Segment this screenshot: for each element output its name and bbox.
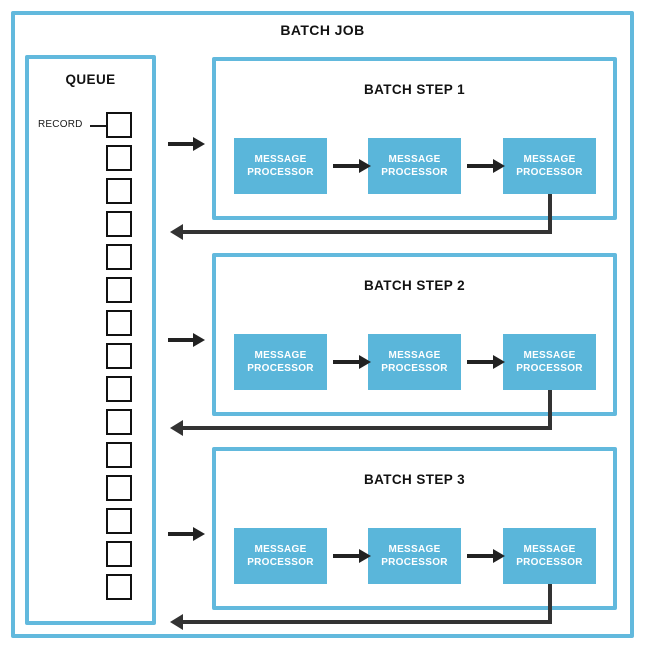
record-leader-line xyxy=(90,125,107,127)
queue-record-box xyxy=(106,277,132,303)
batch-step-title-1: BATCH STEP 1 xyxy=(363,82,466,97)
batch-job-frame xyxy=(11,11,634,638)
message-processor-3-1: MESSAGE PROCESSOR xyxy=(234,528,327,584)
batch-step-title-2: BATCH STEP 2 xyxy=(363,278,466,293)
chain-arrow-line-3-1 xyxy=(333,554,359,558)
queue-to-step-arrow-line-1 xyxy=(168,142,193,146)
queue-record-box xyxy=(106,244,132,270)
batch-job-title: BATCH JOB xyxy=(280,22,365,38)
message-processor-label-line1: MESSAGE xyxy=(254,544,307,555)
message-processor-1-1: MESSAGE PROCESSOR xyxy=(234,138,327,194)
message-processor-3-3: MESSAGE PROCESSOR xyxy=(503,528,596,584)
feedback-arrow-head-1 xyxy=(170,223,183,240)
chain-arrow-line-1-2 xyxy=(467,164,493,168)
feedback-line-vertical-2 xyxy=(548,390,552,430)
chain-arrow-head-3-1 xyxy=(359,548,371,563)
queue-title: QUEUE xyxy=(65,72,116,87)
feedback-arrow-head-2 xyxy=(170,419,183,436)
feedback-line-vertical-3 xyxy=(548,584,552,624)
queue-record-box xyxy=(106,343,132,369)
message-processor-label-line1: MESSAGE xyxy=(388,544,441,555)
feedback-line-horizontal-1 xyxy=(183,230,552,234)
queue-record-box xyxy=(106,541,132,567)
chain-arrow-line-2-1 xyxy=(333,360,359,364)
queue-record-box xyxy=(106,442,132,468)
message-processor-2-2: MESSAGE PROCESSOR xyxy=(368,334,461,390)
message-processor-1-2: MESSAGE PROCESSOR xyxy=(368,138,461,194)
queue-record-box xyxy=(106,211,132,237)
queue-record-box xyxy=(106,112,132,138)
queue-panel xyxy=(25,55,156,625)
chain-arrow-line-3-2 xyxy=(467,554,493,558)
feedback-arrow-head-3 xyxy=(170,613,183,630)
message-processor-2-1: MESSAGE PROCESSOR xyxy=(234,334,327,390)
message-processor-label-line2: PROCESSOR xyxy=(516,557,583,568)
message-processor-label-line1: MESSAGE xyxy=(388,154,441,165)
record-label: RECORD xyxy=(38,119,83,130)
record-stack xyxy=(106,112,132,607)
chain-arrow-line-2-2 xyxy=(467,360,493,364)
feedback-line-horizontal-2 xyxy=(183,426,552,430)
batch-step-title-3: BATCH STEP 3 xyxy=(363,472,466,487)
feedback-line-horizontal-3 xyxy=(183,620,552,624)
chain-arrow-head-1-1 xyxy=(359,158,371,173)
chain-arrow-head-3-2 xyxy=(493,548,505,563)
message-processor-1-3: MESSAGE PROCESSOR xyxy=(503,138,596,194)
message-processor-label-line2: PROCESSOR xyxy=(381,167,448,178)
queue-record-box xyxy=(106,409,132,435)
queue-to-step-arrow-head-2 xyxy=(193,332,205,347)
queue-record-box xyxy=(106,178,132,204)
message-processor-2-3: MESSAGE PROCESSOR xyxy=(503,334,596,390)
message-processor-label-line2: PROCESSOR xyxy=(247,167,314,178)
message-processor-label-line1: MESSAGE xyxy=(254,350,307,361)
queue-record-box xyxy=(106,574,132,600)
message-processor-label-line2: PROCESSOR xyxy=(516,167,583,178)
message-processor-label-line1: MESSAGE xyxy=(388,350,441,361)
message-processor-label-line1: MESSAGE xyxy=(254,154,307,165)
message-processor-label-line2: PROCESSOR xyxy=(247,557,314,568)
message-processor-label-line1: MESSAGE xyxy=(523,350,576,361)
message-processor-label-line2: PROCESSOR xyxy=(381,557,448,568)
queue-to-step-arrow-line-3 xyxy=(168,532,193,536)
queue-to-step-arrow-head-1 xyxy=(193,136,205,151)
chain-arrow-head-2-2 xyxy=(493,354,505,369)
queue-to-step-arrow-head-3 xyxy=(193,526,205,541)
chain-arrow-head-1-2 xyxy=(493,158,505,173)
queue-record-box xyxy=(106,145,132,171)
queue-record-box xyxy=(106,508,132,534)
chain-arrow-line-1-1 xyxy=(333,164,359,168)
queue-record-box xyxy=(106,310,132,336)
message-processor-label-line1: MESSAGE xyxy=(523,544,576,555)
message-processor-label-line1: MESSAGE xyxy=(523,154,576,165)
message-processor-3-2: MESSAGE PROCESSOR xyxy=(368,528,461,584)
queue-record-box xyxy=(106,376,132,402)
queue-record-box xyxy=(106,475,132,501)
chain-arrow-head-2-1 xyxy=(359,354,371,369)
feedback-line-vertical-1 xyxy=(548,194,552,234)
message-processor-label-line2: PROCESSOR xyxy=(516,363,583,374)
message-processor-label-line2: PROCESSOR xyxy=(381,363,448,374)
message-processor-label-line2: PROCESSOR xyxy=(247,363,314,374)
queue-to-step-arrow-line-2 xyxy=(168,338,193,342)
